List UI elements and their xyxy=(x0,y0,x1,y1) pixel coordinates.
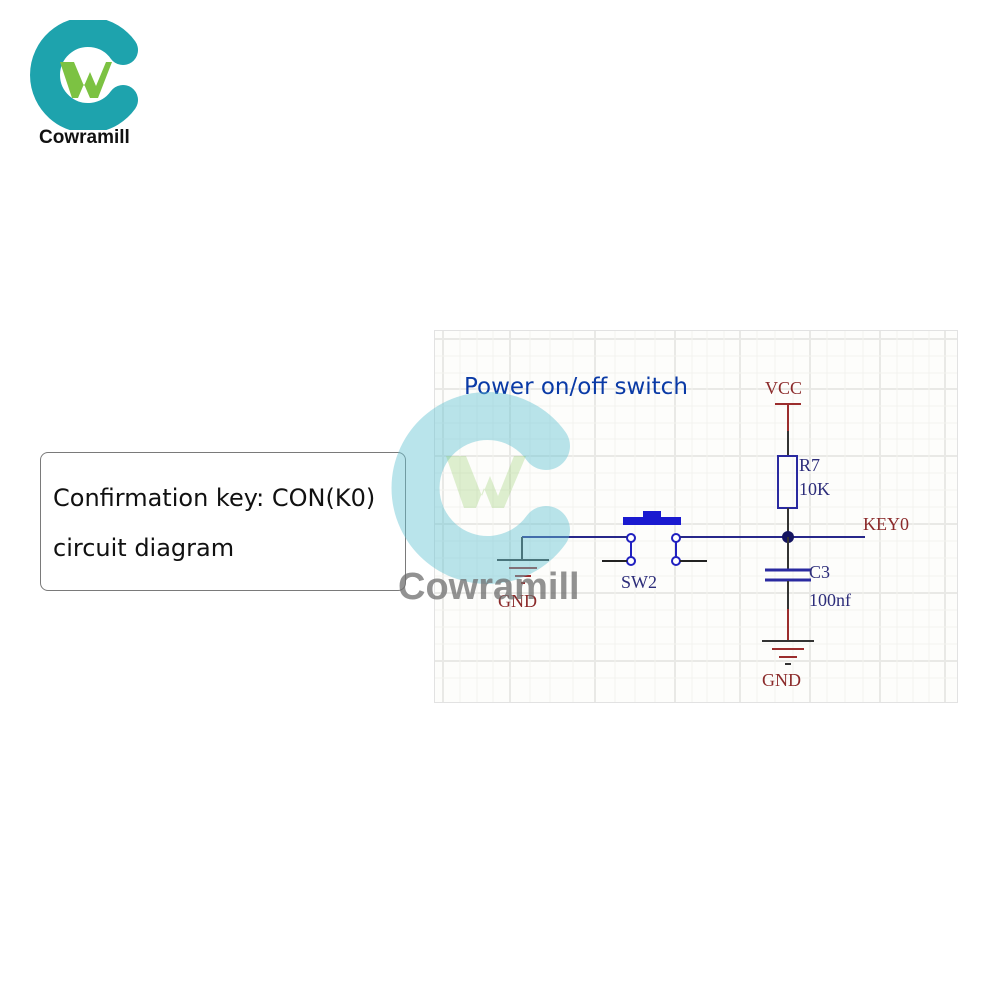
net-label-key0: KEY0 xyxy=(863,514,909,534)
switch-sw2 xyxy=(602,511,707,566)
capacitor-value-label: 100nf xyxy=(809,590,851,610)
schematic-drawing xyxy=(435,331,957,702)
caption-line-2: circuit diagram xyxy=(53,534,235,562)
logo-w-icon xyxy=(60,62,112,98)
net-wire xyxy=(521,536,865,559)
schematic-title: Power on/off switch xyxy=(464,374,688,400)
logo-c-ring-icon xyxy=(30,17,138,133)
vcc-symbol xyxy=(775,403,801,456)
caption-line-1: Confirmation key: CON(K0) xyxy=(53,484,376,512)
resistor-value-label: 10K xyxy=(799,479,830,499)
brand-name: Cowramill xyxy=(39,127,130,148)
switch-ref-label: SW2 xyxy=(621,572,657,592)
ground-symbol-right xyxy=(762,640,814,665)
gnd-right-label: GND xyxy=(762,670,801,690)
gnd-left-label: GND xyxy=(498,591,537,611)
vcc-label: VCC xyxy=(765,378,803,398)
capacitor-c3 xyxy=(765,568,811,582)
caption-box: Confirmation key: CON(K0) circuit diagra… xyxy=(40,452,406,591)
capacitor-ref-label: C3 xyxy=(809,562,831,582)
resistor-ref-label: R7 xyxy=(799,455,821,475)
resistor-r7 xyxy=(777,455,798,509)
circuit-schematic: Power on/off switch VCC R7 10K KEY0 SW2 … xyxy=(434,330,958,703)
brand-logo xyxy=(30,17,150,150)
ground-symbol-left xyxy=(497,559,549,584)
